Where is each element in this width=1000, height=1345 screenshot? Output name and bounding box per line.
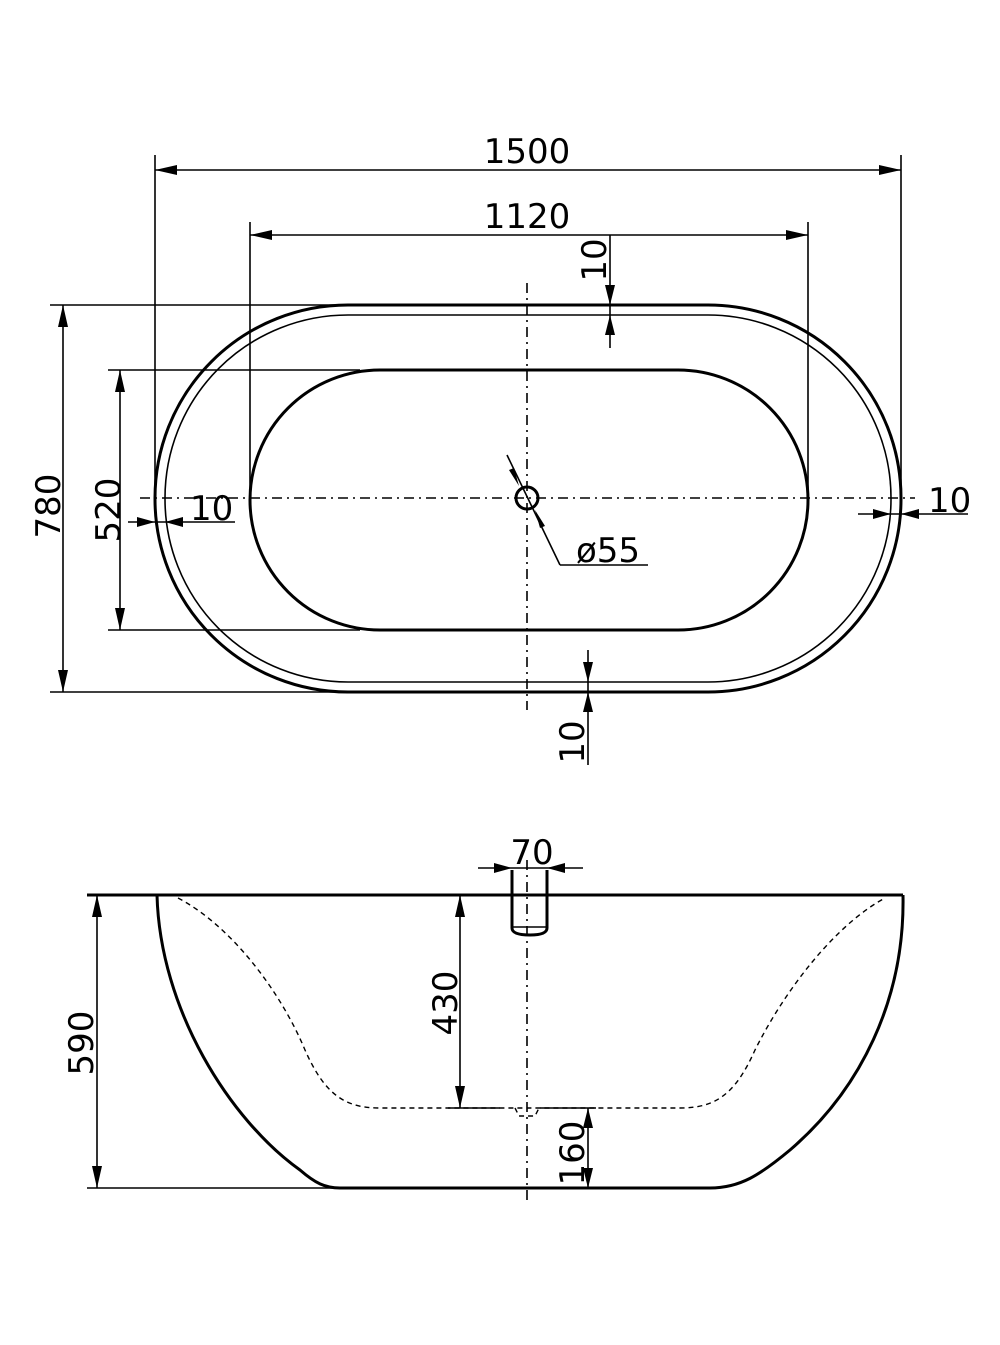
inner-basin-hidden-line (177, 897, 886, 1109)
arrow-70-right (547, 863, 565, 873)
arrow-rim-top-upper (605, 285, 615, 305)
arrow-rim-right-outer (901, 509, 919, 519)
dim-label-rim-left: 10 (190, 489, 233, 529)
arrow-rim-bottom-upper (583, 662, 593, 682)
drain-circle (514, 485, 540, 511)
dim-label-rim-right: 10 (928, 481, 971, 521)
overflow-pipe (510, 870, 549, 937)
dim-label-rim-top: 10 (575, 238, 615, 281)
dim-label-water-depth: 430 (426, 971, 466, 1036)
drain-arrow-top (509, 468, 519, 486)
arrow-1500-left (155, 165, 177, 175)
arrow-590-top (92, 895, 102, 917)
arrow-rim-left-inner (165, 517, 183, 527)
drain-diameter-label: ø55 (576, 531, 640, 571)
arrow-590-bottom (92, 1166, 102, 1188)
dim-label-overflow-width: 70 (510, 833, 553, 873)
drain-hidden (514, 1107, 540, 1117)
tub-side-profile (155, 894, 905, 1190)
drain-leader-line (506, 454, 561, 566)
dim-label-total-height: 590 (62, 1011, 102, 1076)
arrow-70-left (494, 863, 512, 873)
arrow-1120-right (786, 230, 808, 240)
arrow-1500-right (879, 165, 901, 175)
arrow-rim-top-lower (605, 315, 615, 335)
arrow-780-bottom (58, 670, 68, 692)
arrow-780-top (58, 305, 68, 327)
dim-label-overall-length: 1500 (484, 132, 571, 172)
arrow-430-top (455, 895, 465, 917)
dim-label-inner-length: 1120 (484, 197, 571, 237)
dim-label-base-height: 160 (553, 1121, 593, 1186)
arrow-rim-right-inner (873, 509, 891, 519)
arrow-160-bottom (583, 1168, 593, 1188)
dim-label-overall-width: 780 (29, 474, 69, 539)
arrow-rim-bottom-lower (583, 692, 593, 712)
tub-inner-basin (248, 368, 810, 632)
dim-label-inner-width: 520 (89, 478, 129, 543)
arrow-430-bottom (455, 1086, 465, 1108)
side-view: 70 590 430 160 (62, 833, 905, 1200)
drain-arrow-bottom (535, 510, 545, 528)
arrow-520-top (115, 370, 125, 392)
arrow-520-bottom (115, 608, 125, 630)
dim-label-rim-bottom: 10 (553, 720, 593, 763)
arrow-rim-left-outer (137, 517, 155, 527)
top-view: ø55 1500 1120 10 10 780 (29, 132, 971, 765)
arrow-160-top (583, 1108, 593, 1128)
arrow-1120-left (250, 230, 272, 240)
